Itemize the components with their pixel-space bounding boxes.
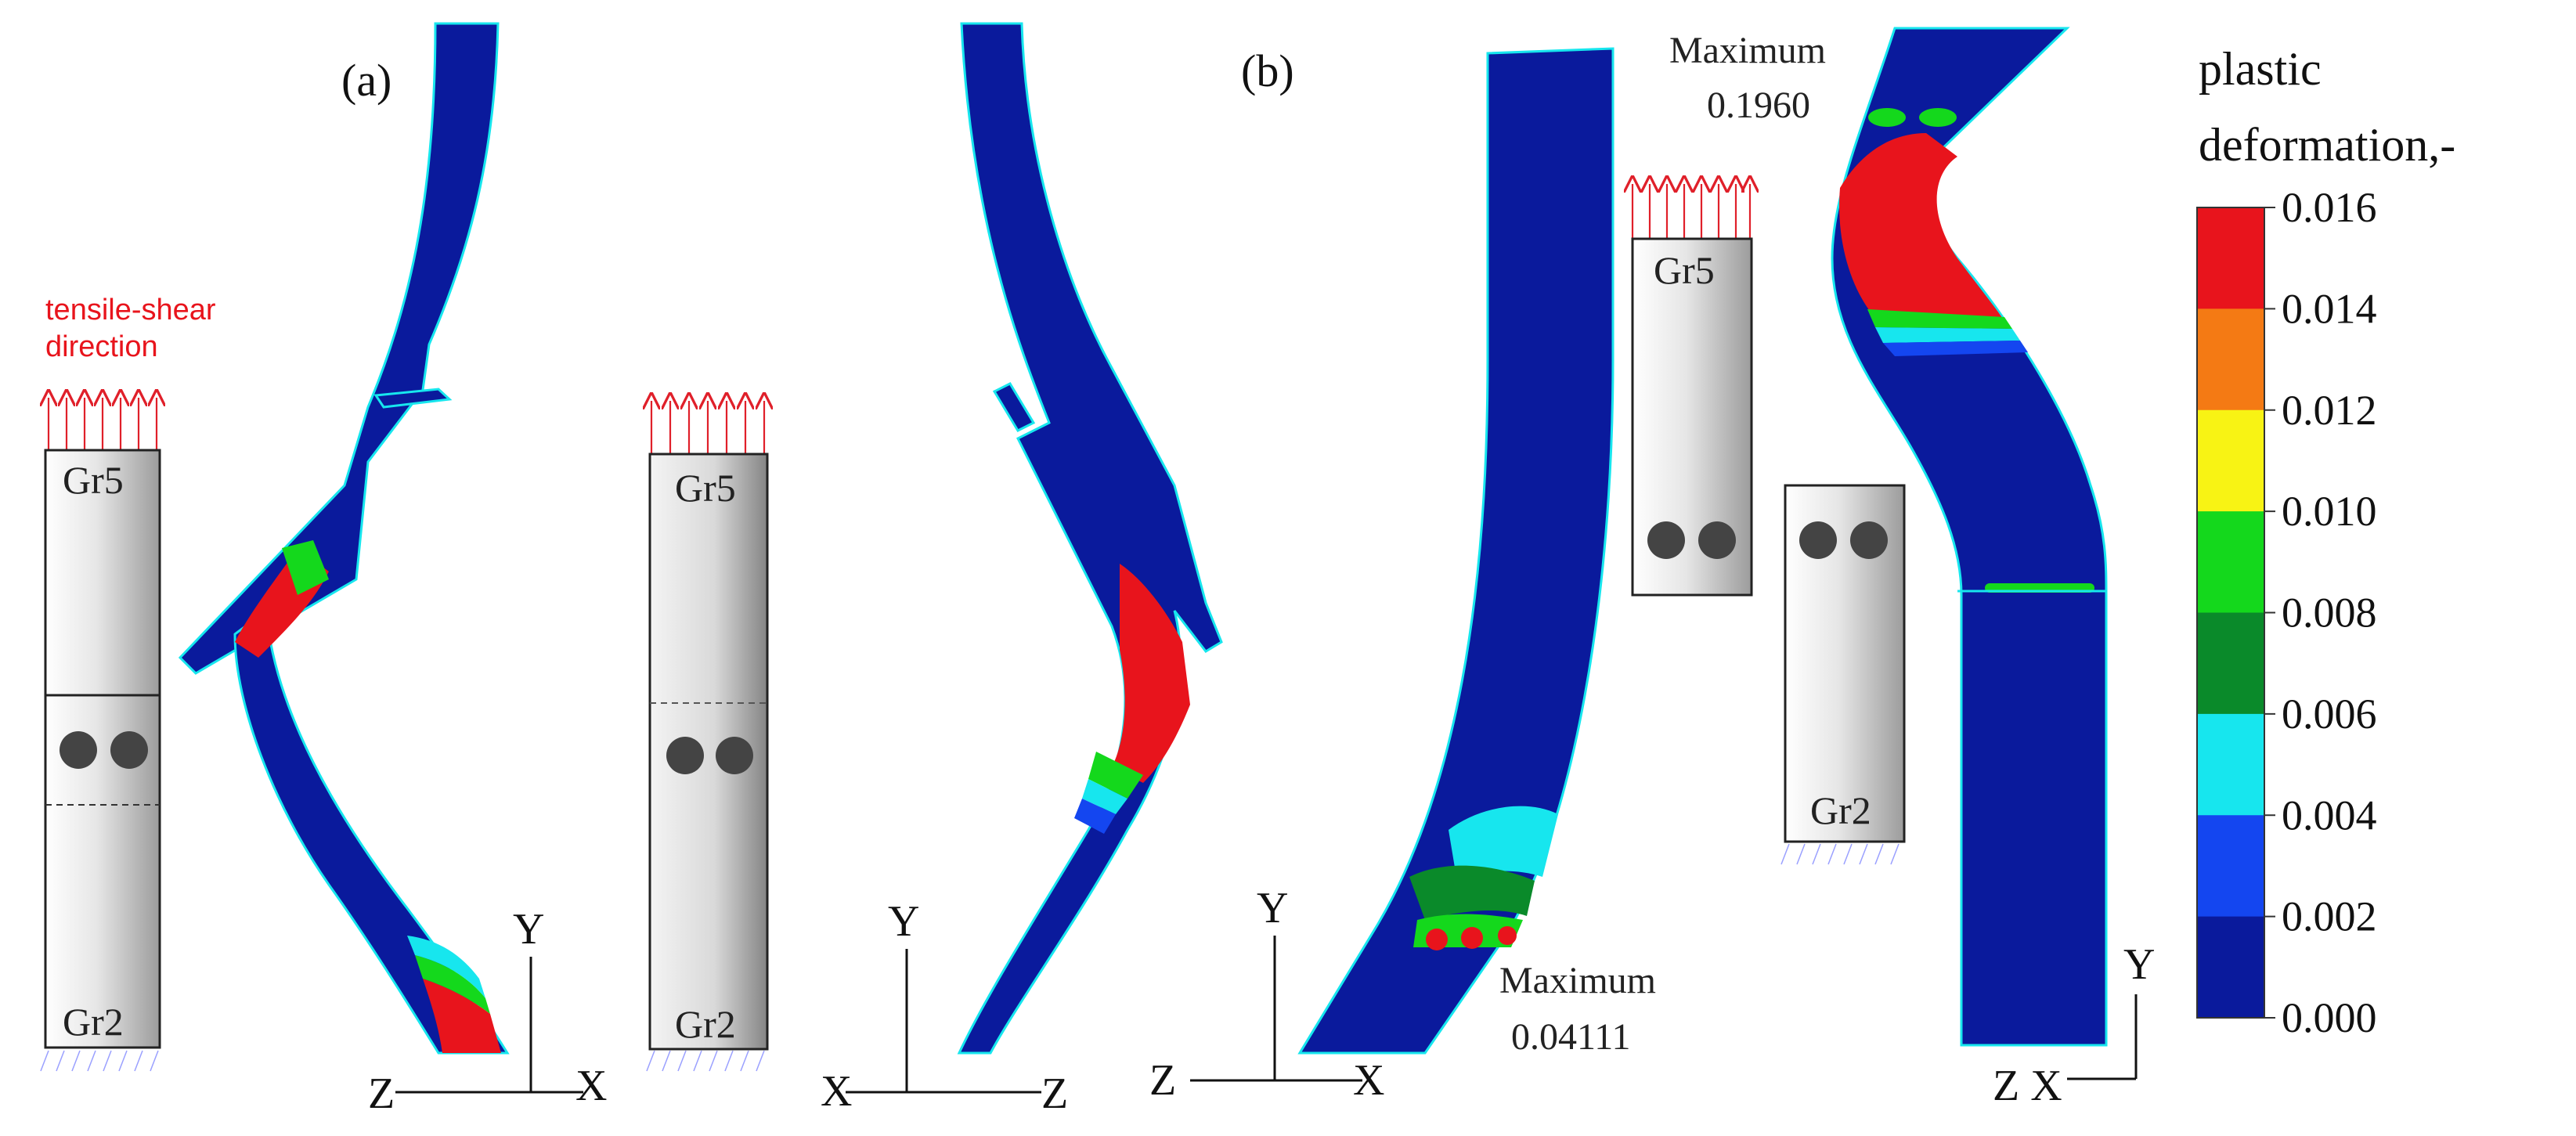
panel-b-label: (b) (1241, 45, 1294, 96)
max-left-value: 0.04111 (1511, 1016, 1630, 1058)
coupon-left-bottom-label: Gr2 (63, 1000, 124, 1044)
coupon-right-top-label: Gr5 (675, 466, 736, 510)
legend-tick-label: 0.002 (2282, 893, 2377, 940)
axis-label-x: X (575, 1062, 607, 1110)
color-legend: plastic deformation,- 0.0160.0140.0120.0… (2196, 43, 2455, 1041)
legend-tick-label: 0.006 (2282, 691, 2377, 737)
legend-swatches (2196, 207, 2265, 1019)
axis-label-y: Y (2123, 940, 2155, 989)
hot-spot (1868, 108, 1906, 127)
coupon-left-top-label: Gr5 (63, 458, 124, 502)
hot-spot (1919, 108, 1957, 127)
spot-weld (1698, 521, 1736, 559)
fe-model-a-left (178, 22, 510, 1055)
coupon-right-bottom-label: Gr2 (675, 1002, 736, 1046)
legend-title-line2: deformation,- (2199, 119, 2455, 171)
axis-label-x: X (821, 1067, 852, 1116)
spot-weld (716, 737, 753, 774)
legend-swatch (2197, 207, 2264, 309)
fixed-support-right (646, 1050, 765, 1072)
spot-weld (1850, 521, 1888, 559)
fixed-support-left (40, 1050, 159, 1072)
fe-model-a-right (957, 22, 1223, 1055)
hot-spot (1498, 926, 1517, 945)
legend-swatch (2197, 511, 2264, 613)
load-arrows-b (1633, 184, 1750, 239)
fe-model-b-left (1297, 47, 1615, 1055)
legend-swatch (2197, 308, 2264, 411)
legend-swatch (2197, 713, 2264, 816)
hot-spot (1461, 927, 1483, 949)
coupon-b-bottom: Gr2 (1780, 484, 1906, 865)
fe-model-b-right (1831, 27, 2108, 1047)
panel-a: (a) tensile-shear direction Gr5 Gr2 (40, 22, 1223, 1118)
legend-ticks: 0.016 0.014 0.012 0.010 0.008 0.006 0.004 0.002… (2264, 184, 2377, 1041)
coupon-right: Gr5 Gr2 (646, 401, 767, 1072)
spot-weld (1799, 521, 1837, 559)
legend-swatch (2197, 612, 2264, 715)
load-arrows-left (49, 398, 157, 450)
axis-label-z: Z (1041, 1069, 1068, 1118)
panel-a-label: (a) (341, 55, 391, 106)
spot-weld (110, 731, 148, 769)
legend-swatch (2197, 916, 2264, 1019)
load-note-line1: tensile-shear (45, 294, 216, 326)
max-right-value: 0.1960 (1707, 85, 1810, 126)
axis-label-x: X (1353, 1056, 1384, 1105)
panel-b: (b) Gr5 (1149, 27, 2155, 1110)
coupon-b-top-label: Gr5 (1654, 248, 1715, 292)
legend-tick-label: 0.000 (2282, 994, 2377, 1041)
legend-title-line1: plastic (2199, 43, 2322, 95)
fixed-support-b (1780, 843, 1900, 865)
spot-weld (666, 737, 704, 774)
axes-b-left (1190, 936, 1362, 1082)
legend-tick-label: 0.010 (2282, 488, 2377, 535)
legend-tick-label: 0.014 (2282, 285, 2377, 332)
legend-tick-label: 0.004 (2282, 792, 2377, 838)
axis-label-z: Z (368, 1069, 395, 1118)
spot-weld (60, 731, 97, 769)
coupon-b-bottom-label: Gr2 (1810, 788, 1871, 832)
hot-spot (1426, 929, 1448, 950)
axis-label-z: Z (1149, 1056, 1176, 1105)
legend-swatch (2197, 409, 2264, 512)
legend-tick-label: 0.016 (2282, 184, 2377, 231)
max-right-title: Maximum (1669, 30, 1826, 71)
coupon-b-top: Gr5 (1633, 184, 1752, 597)
load-note-line2: direction (45, 330, 158, 363)
axes-a-left (395, 957, 583, 1094)
axes-a-right (846, 949, 1041, 1094)
legend-swatch (2197, 815, 2264, 918)
legend-tick-label: 0.012 (2282, 387, 2377, 434)
axis-label-y: Y (888, 897, 919, 946)
load-arrows-right (651, 401, 764, 454)
axes-b-right (2067, 994, 2138, 1080)
max-left-title: Maximum (1499, 960, 1656, 1001)
spot-weld (1647, 521, 1685, 559)
axis-label-y: Y (1257, 884, 1288, 932)
legend-tick-label: 0.008 (2282, 590, 2377, 637)
axis-label-y: Y (513, 905, 544, 954)
coupon-left: Gr5 Gr2 (40, 398, 160, 1072)
axis-label-zx: Z X (1993, 1062, 2062, 1110)
